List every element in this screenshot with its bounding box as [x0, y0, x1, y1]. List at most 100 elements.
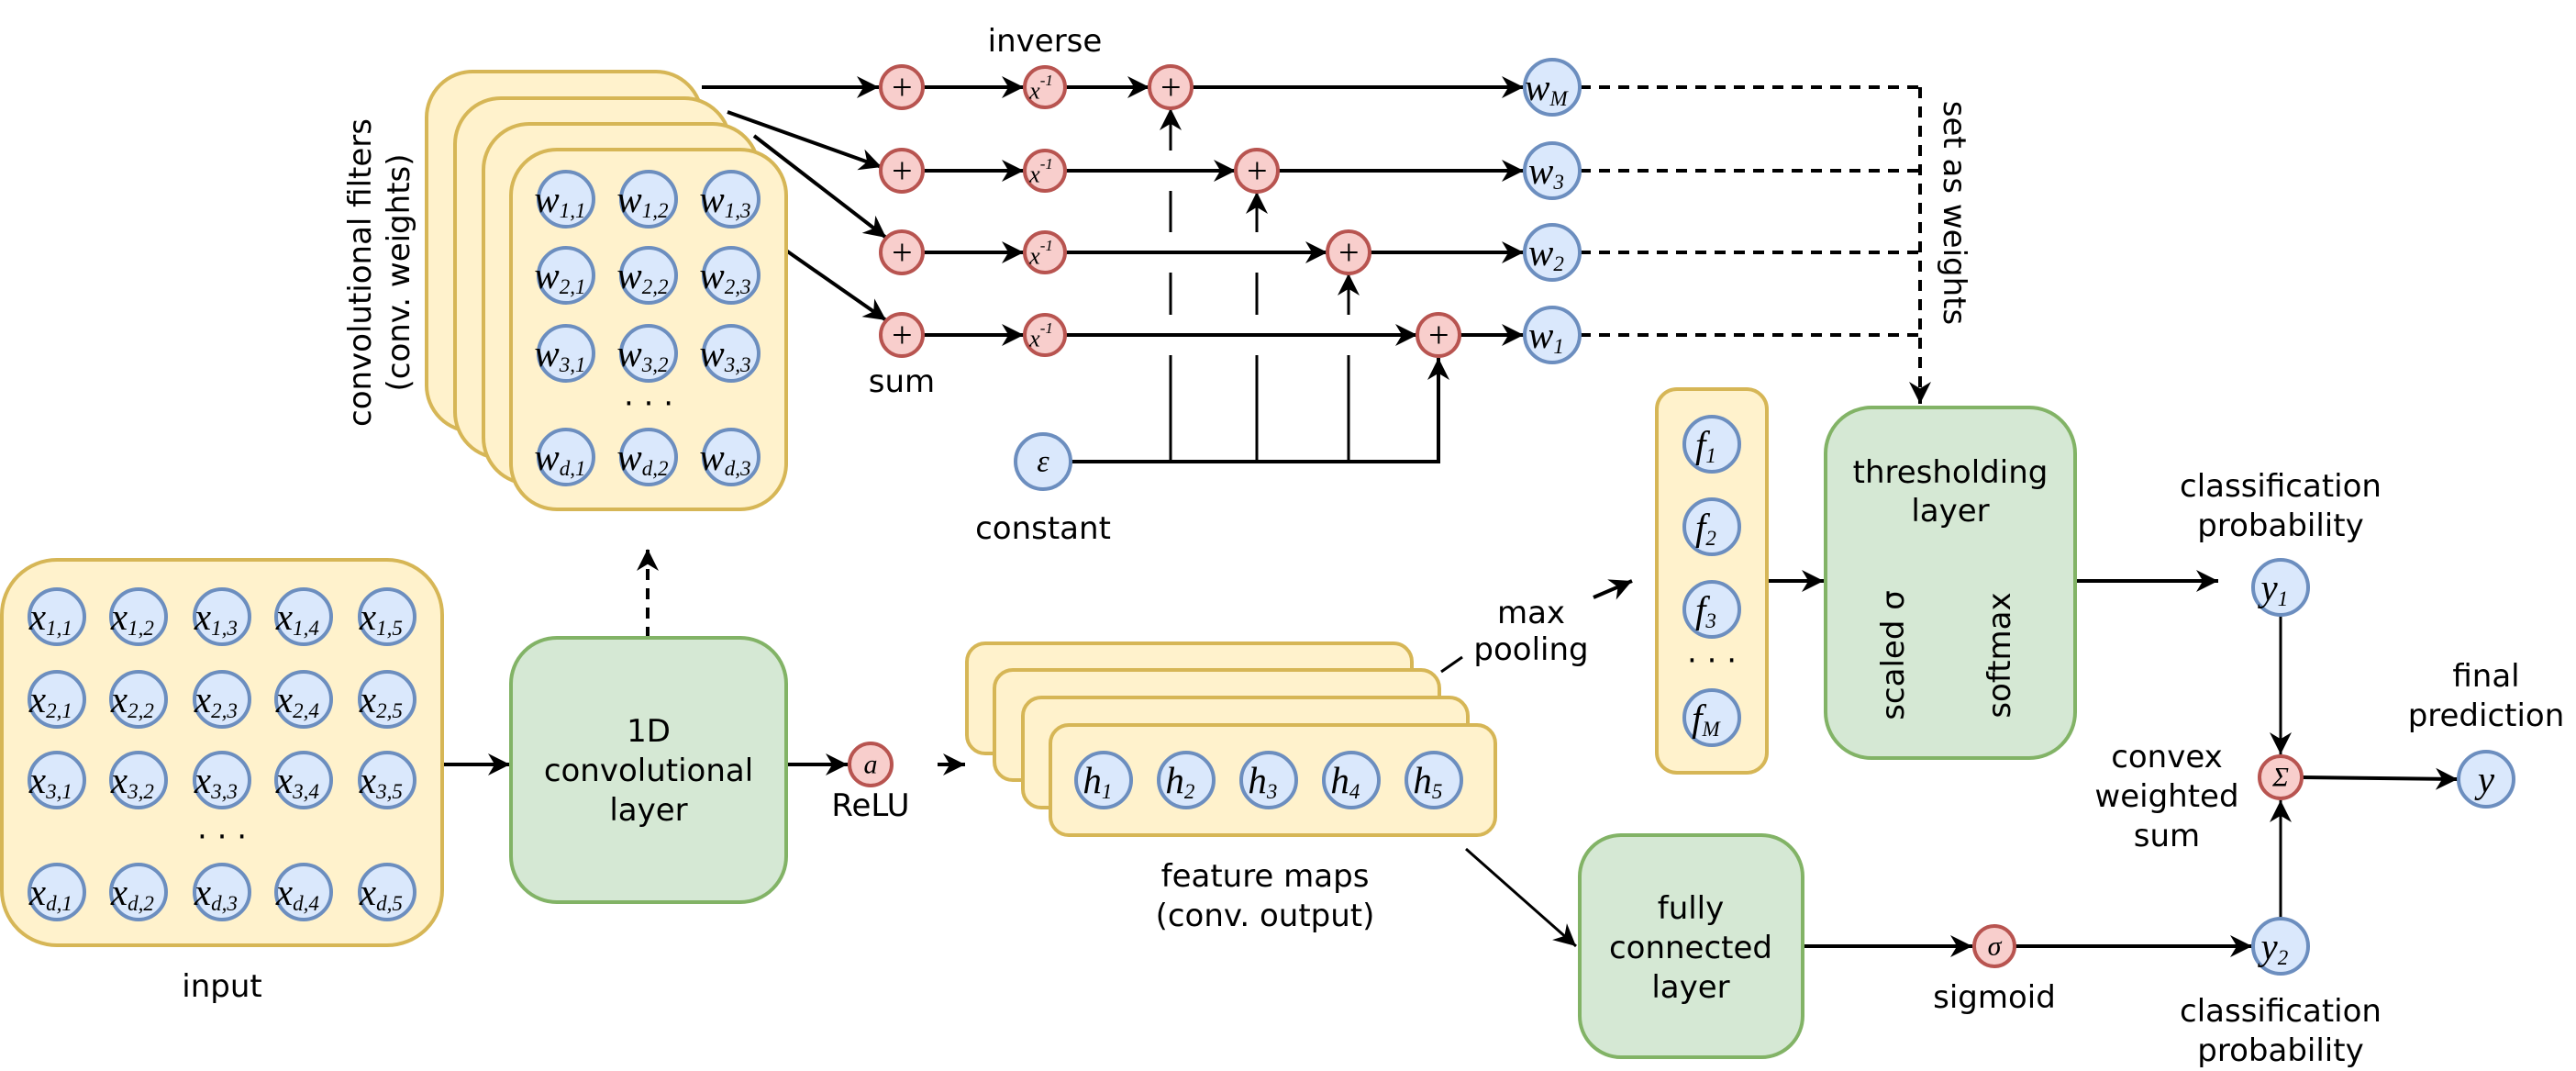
- epsilon-node-circle: [1014, 432, 1072, 491]
- constant-label: constant: [975, 510, 1111, 547]
- sigmoid-node-label: σ: [1988, 932, 2003, 962]
- inverse-node: x-1: [1023, 230, 1067, 274]
- input-node-circle: [274, 751, 333, 809]
- edge-fc-to-sigmoid-arrowhead: [1950, 935, 1972, 957]
- feature-maps-label: feature maps: [1161, 858, 1370, 895]
- input-node-label: x1,2: [110, 596, 154, 640]
- add-epsilon-node-circle: [1148, 64, 1194, 110]
- filter-weight-node: wd,1: [534, 428, 595, 486]
- convex-sum-node-label: Σ: [2271, 763, 2289, 793]
- input-node: x2,1: [28, 670, 86, 729]
- edge-filter2-to-sum: [727, 110, 883, 169]
- edge-conv-to-filters-arrowhead: [637, 549, 659, 571]
- pooled-ellipsis: · · ·: [1687, 642, 1737, 679]
- epsilon-node: ε: [1014, 432, 1072, 491]
- sum-node-label: +: [890, 67, 915, 108]
- edge-relu-to-featuremaps-arrowhead: [943, 753, 965, 775]
- add-epsilon-node: +: [1148, 64, 1194, 110]
- input-label: input: [182, 968, 261, 1005]
- add-epsilon-node: +: [1416, 312, 1461, 358]
- edge-inverse-to-plus-arrowhead: [1305, 241, 1327, 263]
- sum-label: sum: [869, 363, 935, 400]
- thresholding-label: layer: [1911, 493, 1989, 530]
- fully-connected-label: fully: [1658, 890, 1725, 927]
- input-ellipsis: · · ·: [197, 819, 247, 855]
- feature-node-1-circle: [1074, 751, 1133, 809]
- filter-weight-node-circle: [537, 170, 595, 229]
- input-node-circle: [358, 751, 416, 809]
- convex-weighted-sum-label: sum: [2134, 818, 2200, 854]
- softmax-label: softmax: [1982, 592, 2018, 718]
- classification-probability-label-2: classification: [2180, 993, 2382, 1030]
- filter-weight-node: w1,1: [534, 170, 595, 229]
- edge-epsilon-to-plus3-arrowhead: [1246, 192, 1268, 214]
- conv-filters-sublabel: (conv. weights): [381, 153, 417, 391]
- edge-plus-to-weight-arrowhead: [1502, 324, 1524, 346]
- filter-weight-node: w2,3: [699, 246, 761, 305]
- sum-node: +: [879, 229, 925, 275]
- edge-plus-to-weight-arrowhead: [1502, 160, 1524, 182]
- feature-node-2: h2: [1157, 751, 1216, 809]
- derived-weight-node-3: w3: [1523, 141, 1582, 200]
- classification-probability-label: classification: [2180, 468, 2382, 505]
- filter-weight-node-circle: [619, 324, 678, 383]
- input-node-circle: [28, 670, 86, 729]
- filter-weight-node-circle: [537, 246, 595, 305]
- input-node-circle: [109, 863, 168, 921]
- input-node: xd,1: [28, 863, 86, 921]
- relu-label: ReLU: [831, 787, 909, 824]
- inverse-node: x-1: [1023, 65, 1067, 109]
- feature-maps-sublabel: (conv. output): [1156, 898, 1375, 934]
- input-node: x3,5: [358, 751, 416, 809]
- filter-weight-node-circle: [619, 428, 678, 486]
- pooled-node-M: fM: [1682, 688, 1741, 747]
- convex-weighted-sum-label: weighted: [2094, 778, 2238, 815]
- add-epsilon-node-label: +: [1159, 67, 1183, 108]
- input-node: x2,4: [274, 670, 333, 729]
- max-pooling-label: max: [1497, 595, 1565, 631]
- input-node-circle: [274, 670, 333, 729]
- edge-sum-to-y-arrowhead: [2435, 767, 2458, 790]
- feature-node-2-circle: [1157, 751, 1216, 809]
- input-node-circle: [28, 751, 86, 809]
- add-epsilon-node-label: +: [1427, 315, 1451, 356]
- input-node-circle: [358, 587, 416, 646]
- edge-y2-to-sum-arrowhead: [2270, 800, 2292, 822]
- filter-weight-node: w3,3: [699, 324, 761, 383]
- feature-node-3-circle: [1239, 751, 1298, 809]
- edge-sum-to-inverse-arrowhead: [1002, 241, 1024, 263]
- filter-weight-node-circle: [619, 170, 678, 229]
- derived-weight-node-1: w1: [1523, 306, 1582, 364]
- sum-node-label: +: [890, 151, 915, 192]
- feature-node-3: h3: [1239, 751, 1298, 809]
- edge-filter3-to-sum: [752, 134, 888, 240]
- input-node: x2,5: [358, 670, 416, 729]
- conv-layer-label: 1D: [627, 713, 671, 750]
- filter-weight-node: w2,2: [616, 246, 678, 305]
- sum-node-label: +: [890, 315, 915, 356]
- filter-weight-node: wd,2: [616, 428, 678, 486]
- input-node-circle: [193, 587, 251, 646]
- filter-weight-node-circle: [702, 170, 761, 229]
- derived-weight-node-3-circle: [1523, 141, 1582, 200]
- convex-sum-node-circle: [2258, 754, 2304, 800]
- final-output-y-node: y: [2457, 750, 2515, 809]
- input-node: x3,2: [109, 751, 168, 809]
- convex-sum-node: Σ: [2258, 754, 2304, 800]
- derived-weight-node-2-circle: [1523, 223, 1582, 282]
- input-node-circle: [358, 863, 416, 921]
- input-node-circle: [274, 587, 333, 646]
- conv-layer-label: layer: [609, 792, 687, 829]
- input-node: x1,3: [193, 587, 251, 646]
- input-node: xd,2: [109, 863, 168, 921]
- relu-node-circle: [848, 742, 894, 787]
- relu-node: a: [848, 742, 894, 787]
- filter-weight-node-circle: [619, 246, 678, 305]
- conv-layer-box: [509, 636, 788, 904]
- pooled-node-1-circle: [1682, 415, 1741, 474]
- final-output-y-node-circle: [2457, 750, 2515, 809]
- pooled-node-2-circle: [1682, 497, 1741, 556]
- edge-inverse-to-plus-arrowhead: [1214, 160, 1236, 182]
